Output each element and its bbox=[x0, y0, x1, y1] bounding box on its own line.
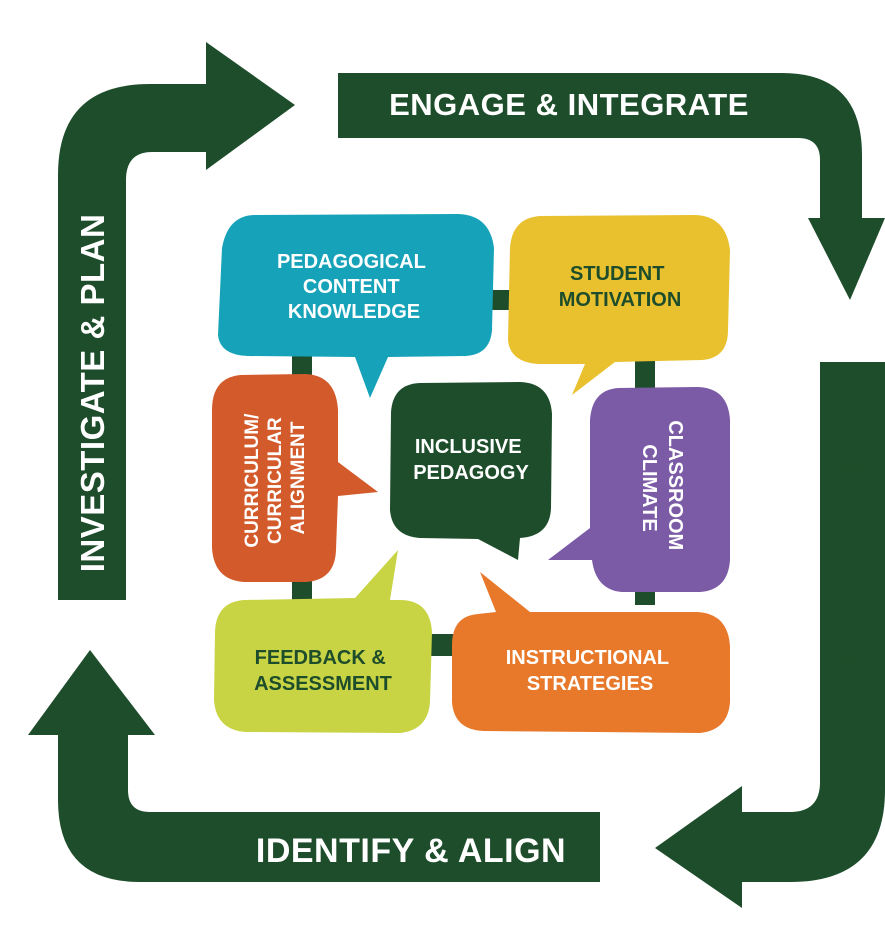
cycle-arrows bbox=[28, 42, 885, 908]
bubble-inclusive-pedagogy bbox=[390, 382, 552, 560]
bubble-motivation-text: STUDENT MOTIVATION bbox=[559, 263, 682, 311]
bubble-curriculum-text: CURRICULUM/ CURRICULAR ALIGNMENT bbox=[242, 408, 309, 547]
arrow-identify-align bbox=[28, 650, 600, 882]
label-identify-align: IDENTIFY & ALIGN bbox=[256, 832, 566, 870]
arrow-investigate-plan bbox=[58, 42, 295, 600]
bubble-pedagogical-content-knowledge bbox=[218, 214, 494, 398]
label-engage-integrate: ENGAGE & INTEGRATE bbox=[389, 87, 749, 122]
bubble-curriculum-alignment bbox=[212, 374, 378, 582]
bubble-classroom-climate bbox=[548, 387, 730, 592]
label-reflect-assess: REFLECT & ASSESS bbox=[833, 397, 869, 722]
bubble-pedagogical-text: PEDAGOGICAL CONTENT KNOWLEDGE bbox=[277, 251, 431, 323]
arrow-engage-integrate bbox=[338, 73, 885, 300]
arrow-reflect-assess bbox=[655, 362, 885, 908]
connector-bottom bbox=[428, 634, 454, 656]
bubble-instructional-strategies bbox=[452, 572, 730, 733]
label-investigate-plan: INVESTIGATE & PLAN bbox=[74, 214, 111, 573]
connector-top bbox=[488, 290, 510, 310]
bubble-feedback-assessment bbox=[214, 550, 432, 733]
bubble-student-motivation bbox=[508, 215, 730, 395]
bubble-inclusive-text: INCLUSIVE PEDAGOGY bbox=[413, 436, 529, 484]
bubble-instructional-text: INSTRUCTIONAL STRATEGIES bbox=[506, 647, 675, 695]
bubble-climate-text: CLASSROOM CLIMATE bbox=[638, 420, 686, 556]
bubble-feedback-text: FEEDBACK & ASSESSMENT bbox=[254, 647, 392, 695]
